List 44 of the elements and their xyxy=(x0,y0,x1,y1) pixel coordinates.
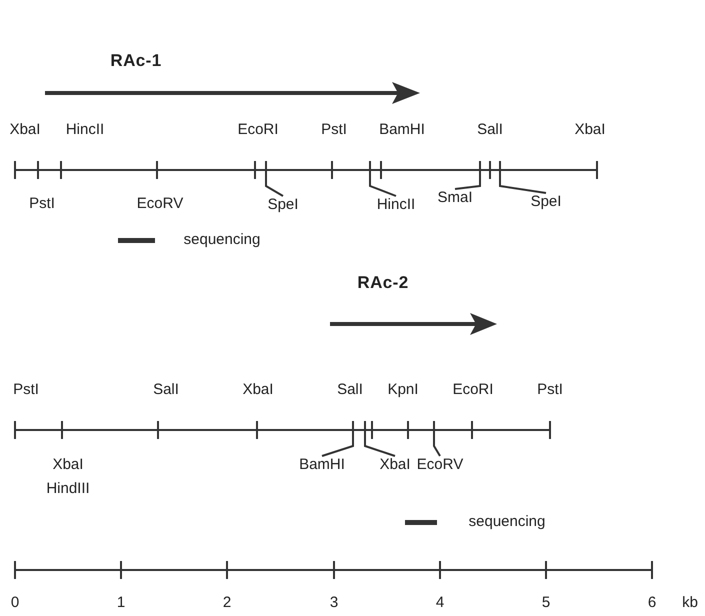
site-label: XbaI xyxy=(52,456,84,474)
site-label: HincII xyxy=(376,196,416,214)
site-label: SalI xyxy=(337,381,363,399)
site-label: EcoRI xyxy=(452,381,494,399)
leader-line xyxy=(499,176,546,194)
title: RAc-2 xyxy=(357,274,409,292)
site-label: BamHI xyxy=(379,121,425,139)
leader-line xyxy=(265,176,284,197)
leader-line xyxy=(369,176,396,197)
site-label: SalI xyxy=(153,381,179,399)
legend-text: sequencing xyxy=(468,513,546,531)
site-label: SpeI xyxy=(530,193,562,211)
site-label: SmaI xyxy=(438,189,472,207)
site-label: PstI xyxy=(537,381,563,399)
site-label: EcoRV xyxy=(416,456,464,474)
scale-number: 5 xyxy=(542,594,550,612)
scale-unit: kb xyxy=(682,594,698,612)
site-label: HindIII xyxy=(46,480,90,498)
legend-text: sequencing xyxy=(184,231,260,249)
site-label: HincII xyxy=(66,121,104,139)
site-label: SpeI xyxy=(268,196,298,214)
site-label: BamHI xyxy=(299,456,345,474)
site-label: PstI xyxy=(321,121,347,139)
site-label: KpnI xyxy=(388,381,418,399)
site-label: XbaI xyxy=(10,121,40,139)
leader-line xyxy=(433,436,441,457)
site-label: PstI xyxy=(29,195,55,213)
site-label: SalI xyxy=(477,121,503,139)
scale-number: 4 xyxy=(436,594,444,612)
site-label: EcoRI xyxy=(238,121,278,139)
leader-line xyxy=(364,436,396,457)
leader-line xyxy=(322,436,354,457)
leader-line xyxy=(454,176,481,190)
scale-number: 1 xyxy=(116,594,126,612)
site-label: XbaI xyxy=(242,381,274,399)
site-label: XbaI xyxy=(574,121,606,139)
site-label: XbaI xyxy=(380,456,410,474)
scale-number: 2 xyxy=(222,594,232,612)
scale-number: 0 xyxy=(10,594,20,612)
scale-number: 3 xyxy=(330,594,338,612)
site-label: EcoRV xyxy=(136,195,184,213)
title: RAc-1 xyxy=(110,52,162,70)
scale-number: 6 xyxy=(648,594,656,612)
site-label: PstI xyxy=(13,381,39,399)
